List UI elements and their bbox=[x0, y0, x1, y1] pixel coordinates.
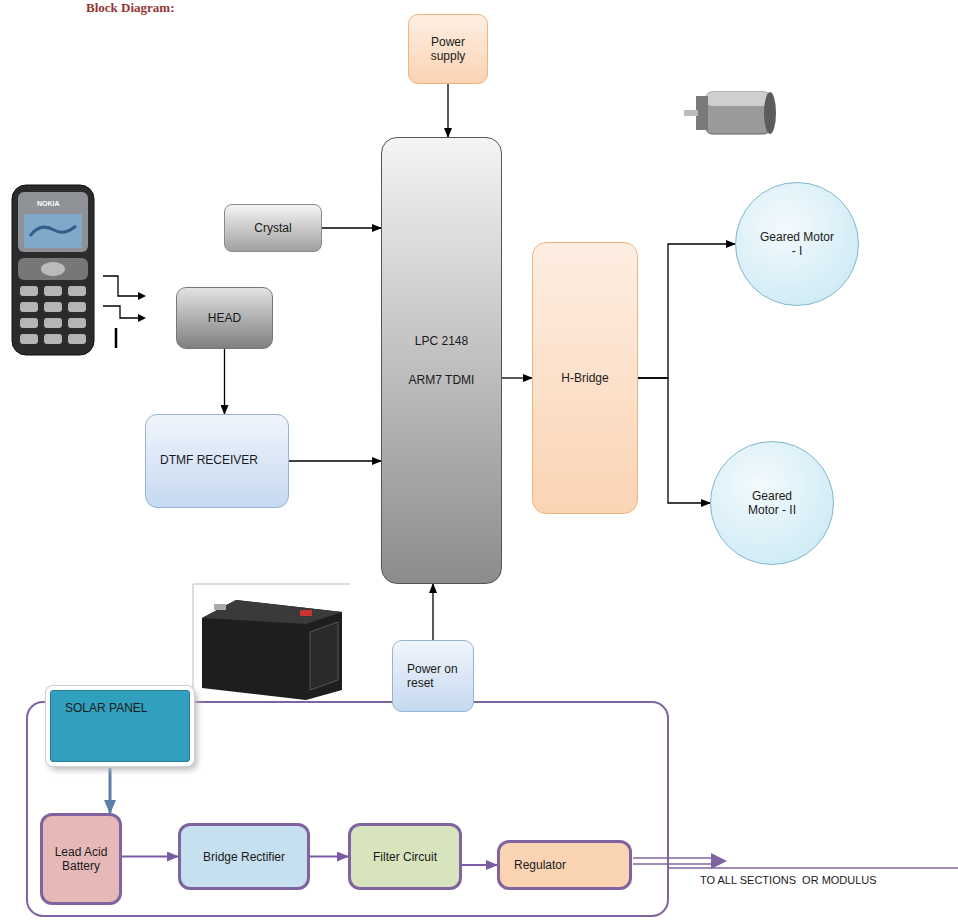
head-box: HEAD bbox=[176, 287, 273, 349]
output-arrow bbox=[633, 858, 958, 868]
battery-illustration bbox=[193, 584, 350, 702]
node-text: Bridge Rectifier bbox=[203, 850, 285, 864]
connector-arrow bbox=[638, 378, 710, 503]
node-text: Crystal bbox=[254, 221, 291, 235]
arrow-head bbox=[711, 853, 727, 869]
phone-illustration bbox=[12, 185, 94, 355]
connector-arrow bbox=[122, 856, 178, 858]
node-text: H-Bridge bbox=[561, 371, 608, 385]
node-text: DTMF RECEIVER bbox=[160, 445, 258, 476]
connector-arrow bbox=[432, 584, 433, 640]
node-text: HEAD bbox=[208, 311, 241, 325]
brand-text: NOKIA bbox=[37, 200, 60, 207]
regulator-box: Regulator bbox=[497, 840, 632, 890]
motor-circle: Geared Motor - II bbox=[710, 441, 834, 565]
tick-mark bbox=[115, 328, 118, 348]
connector-arrow bbox=[322, 227, 381, 228]
connector-arrow bbox=[462, 864, 497, 866]
rectifier-box: Bridge Rectifier bbox=[178, 823, 310, 890]
node-text: SOLAR PANEL bbox=[65, 701, 147, 715]
h-bridge-box: H-Bridge bbox=[532, 242, 638, 514]
node-text: Geared Motor - I bbox=[757, 230, 837, 258]
battery-box: Lead Acid Battery bbox=[40, 813, 122, 905]
connector-arrow bbox=[447, 84, 448, 137]
node-text: Regulator bbox=[514, 858, 566, 872]
connector-arrow bbox=[502, 377, 532, 378]
motor-circle: Geared Motor - I bbox=[735, 182, 859, 306]
connector-arrow bbox=[109, 768, 112, 813]
node-text: Lead Acid Battery bbox=[49, 845, 113, 873]
connector-arrow bbox=[310, 856, 348, 858]
connector-arrow bbox=[638, 244, 735, 378]
connector-arrow bbox=[289, 460, 381, 461]
motor-illustration bbox=[684, 92, 776, 134]
connector-arrow bbox=[224, 349, 225, 414]
solar-panel-box: SOLAR PANEL bbox=[50, 690, 190, 762]
signal-arrows bbox=[103, 276, 140, 318]
crystal-box: Crystal bbox=[224, 204, 322, 252]
dtmf-receiver-box: DTMF RECEIVER bbox=[145, 414, 289, 508]
node-text: Geared Motor - II bbox=[737, 489, 807, 517]
node-text: LPC 2148 ARM7 TDMI bbox=[407, 322, 477, 399]
power-supply-box: Power supply bbox=[408, 14, 488, 84]
arrow-head bbox=[138, 292, 146, 322]
node-text: Power supply bbox=[415, 35, 481, 63]
reset-box: Power on reset bbox=[392, 640, 474, 712]
microcontroller-box: LPC 2148 ARM7 TDMI bbox=[381, 137, 502, 584]
node-text: Power on reset bbox=[407, 662, 467, 690]
output-note: TO ALL SECTIONS OR MODULUS bbox=[700, 874, 877, 886]
node-text: Filter Circuit bbox=[373, 850, 437, 864]
filter-box: Filter Circuit bbox=[348, 823, 462, 890]
diagram-title: Block Diagram: bbox=[86, 0, 174, 16]
